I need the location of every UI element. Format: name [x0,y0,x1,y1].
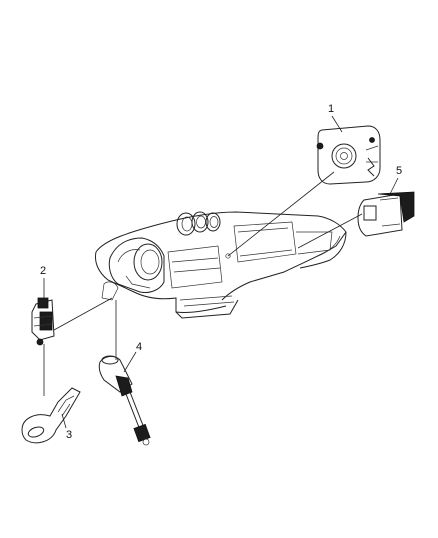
part-3-key: 3 [21,387,81,444]
callout-5-label: 5 [396,165,402,177]
instrument-panel [95,211,347,319]
callout-1-label: 1 [328,103,334,115]
part-2-column-switch: 2 [31,265,55,346]
callout-4-label: 4 [136,341,142,353]
leader-line-part-2 [53,297,113,331]
part-1-ignition-module: 1 [316,103,381,185]
callout-3-label: 3 [66,429,72,441]
callout-2-label: 2 [40,265,46,277]
part-5-switch: 5 [357,165,415,237]
part-4-lock-cylinder: 4 [98,341,151,446]
leader-line-part-1 [227,171,335,257]
leader-line-part-5 [297,213,363,249]
